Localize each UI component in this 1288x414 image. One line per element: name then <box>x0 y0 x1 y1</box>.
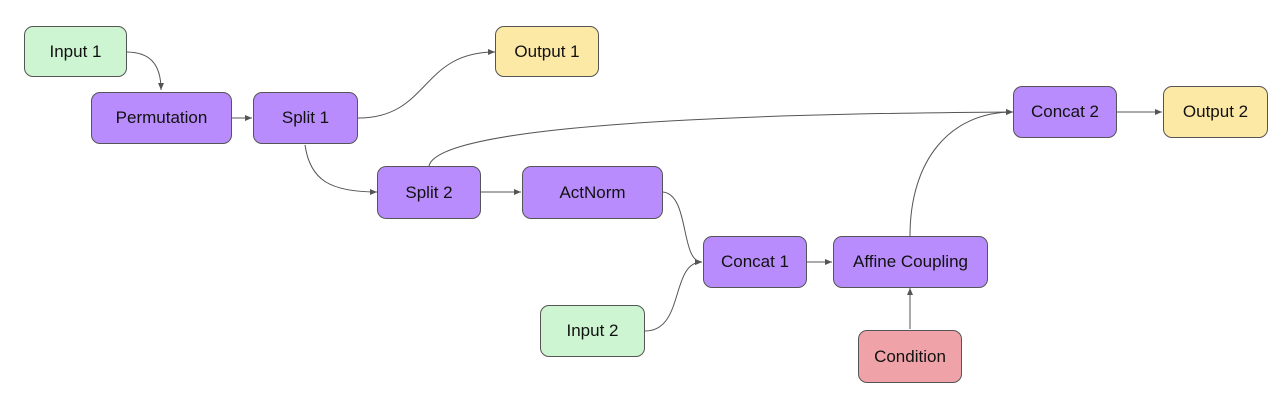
node-label: Split 2 <box>405 182 453 202</box>
node-concat-2[interactable]: Concat 2 <box>1013 86 1117 138</box>
node-label: Affine Coupling <box>853 252 968 271</box>
node-input-2[interactable]: Input 2 <box>540 305 645 357</box>
edge-actnorm-concat1 <box>662 191 703 265</box>
node-label: Concat 1 <box>720 252 790 271</box>
node-label: Input 1 <box>49 41 102 61</box>
edge-split1-output1 <box>357 49 496 119</box>
edge-split1-split2 <box>304 144 378 195</box>
node-affine-coupling[interactable]: Affine Coupling <box>833 236 988 288</box>
node-output-2[interactable]: Output 2 <box>1163 86 1268 138</box>
node-split-1[interactable]: Split 1 <box>253 92 358 144</box>
edge-split2-concat2 <box>428 109 1014 167</box>
node-input-1[interactable]: Input 1 <box>24 26 127 77</box>
node-split-2[interactable]: Split 2 <box>377 166 481 219</box>
node-label: Input 2 <box>566 321 619 340</box>
node-actnorm[interactable]: ActNorm <box>522 166 663 219</box>
node-output-1[interactable]: Output 1 <box>495 26 599 77</box>
node-label: Output 2 <box>1182 102 1249 121</box>
node-label: Output 1 <box>514 41 580 61</box>
node-label: Concat 2 <box>1030 102 1100 121</box>
node-label: ActNorm <box>559 182 626 202</box>
edge-input1-permutation <box>125 51 164 91</box>
node-label: Split 1 <box>281 108 330 127</box>
node-condition[interactable]: Condition <box>858 330 962 383</box>
node-label: Permutation <box>115 108 208 127</box>
node-concat-1[interactable]: Concat 1 <box>703 236 807 288</box>
node-permutation[interactable]: Permutation <box>91 92 232 144</box>
edge-input2-concat1 <box>644 259 703 332</box>
edge-affine-concat2 <box>909 109 1014 237</box>
node-label: Condition <box>874 346 946 366</box>
